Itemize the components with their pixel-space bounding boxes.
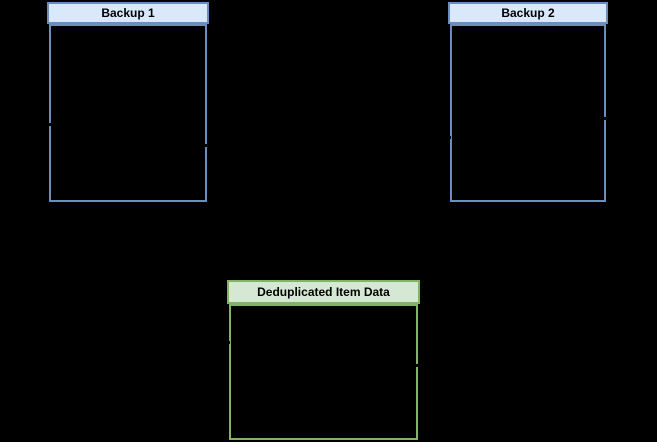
backup-1-body: [49, 24, 207, 202]
backup-1-header: Backup 1: [47, 2, 209, 24]
backup-2-body: [450, 24, 606, 202]
deduplicated-item-data-header: Deduplicated Item Data: [227, 280, 420, 304]
backup-2-title: Backup 2: [501, 6, 555, 20]
backup-2-header: Backup 2: [448, 2, 608, 24]
connector-endpoint-dedup-right: [415, 364, 421, 367]
connector-endpoint-backup-1-right: [204, 144, 210, 147]
backup-1-title: Backup 1: [101, 6, 155, 20]
connector-endpoint-backup-2-right: [603, 117, 609, 120]
deduplicated-item-data-body: [229, 304, 418, 440]
connector-endpoint-dedup-left: [224, 341, 230, 344]
connector-endpoint-backup-2-left: [445, 136, 451, 139]
deduplicated-item-data-title: Deduplicated Item Data: [257, 285, 390, 299]
connector-endpoint-backup-1-left: [45, 123, 51, 126]
